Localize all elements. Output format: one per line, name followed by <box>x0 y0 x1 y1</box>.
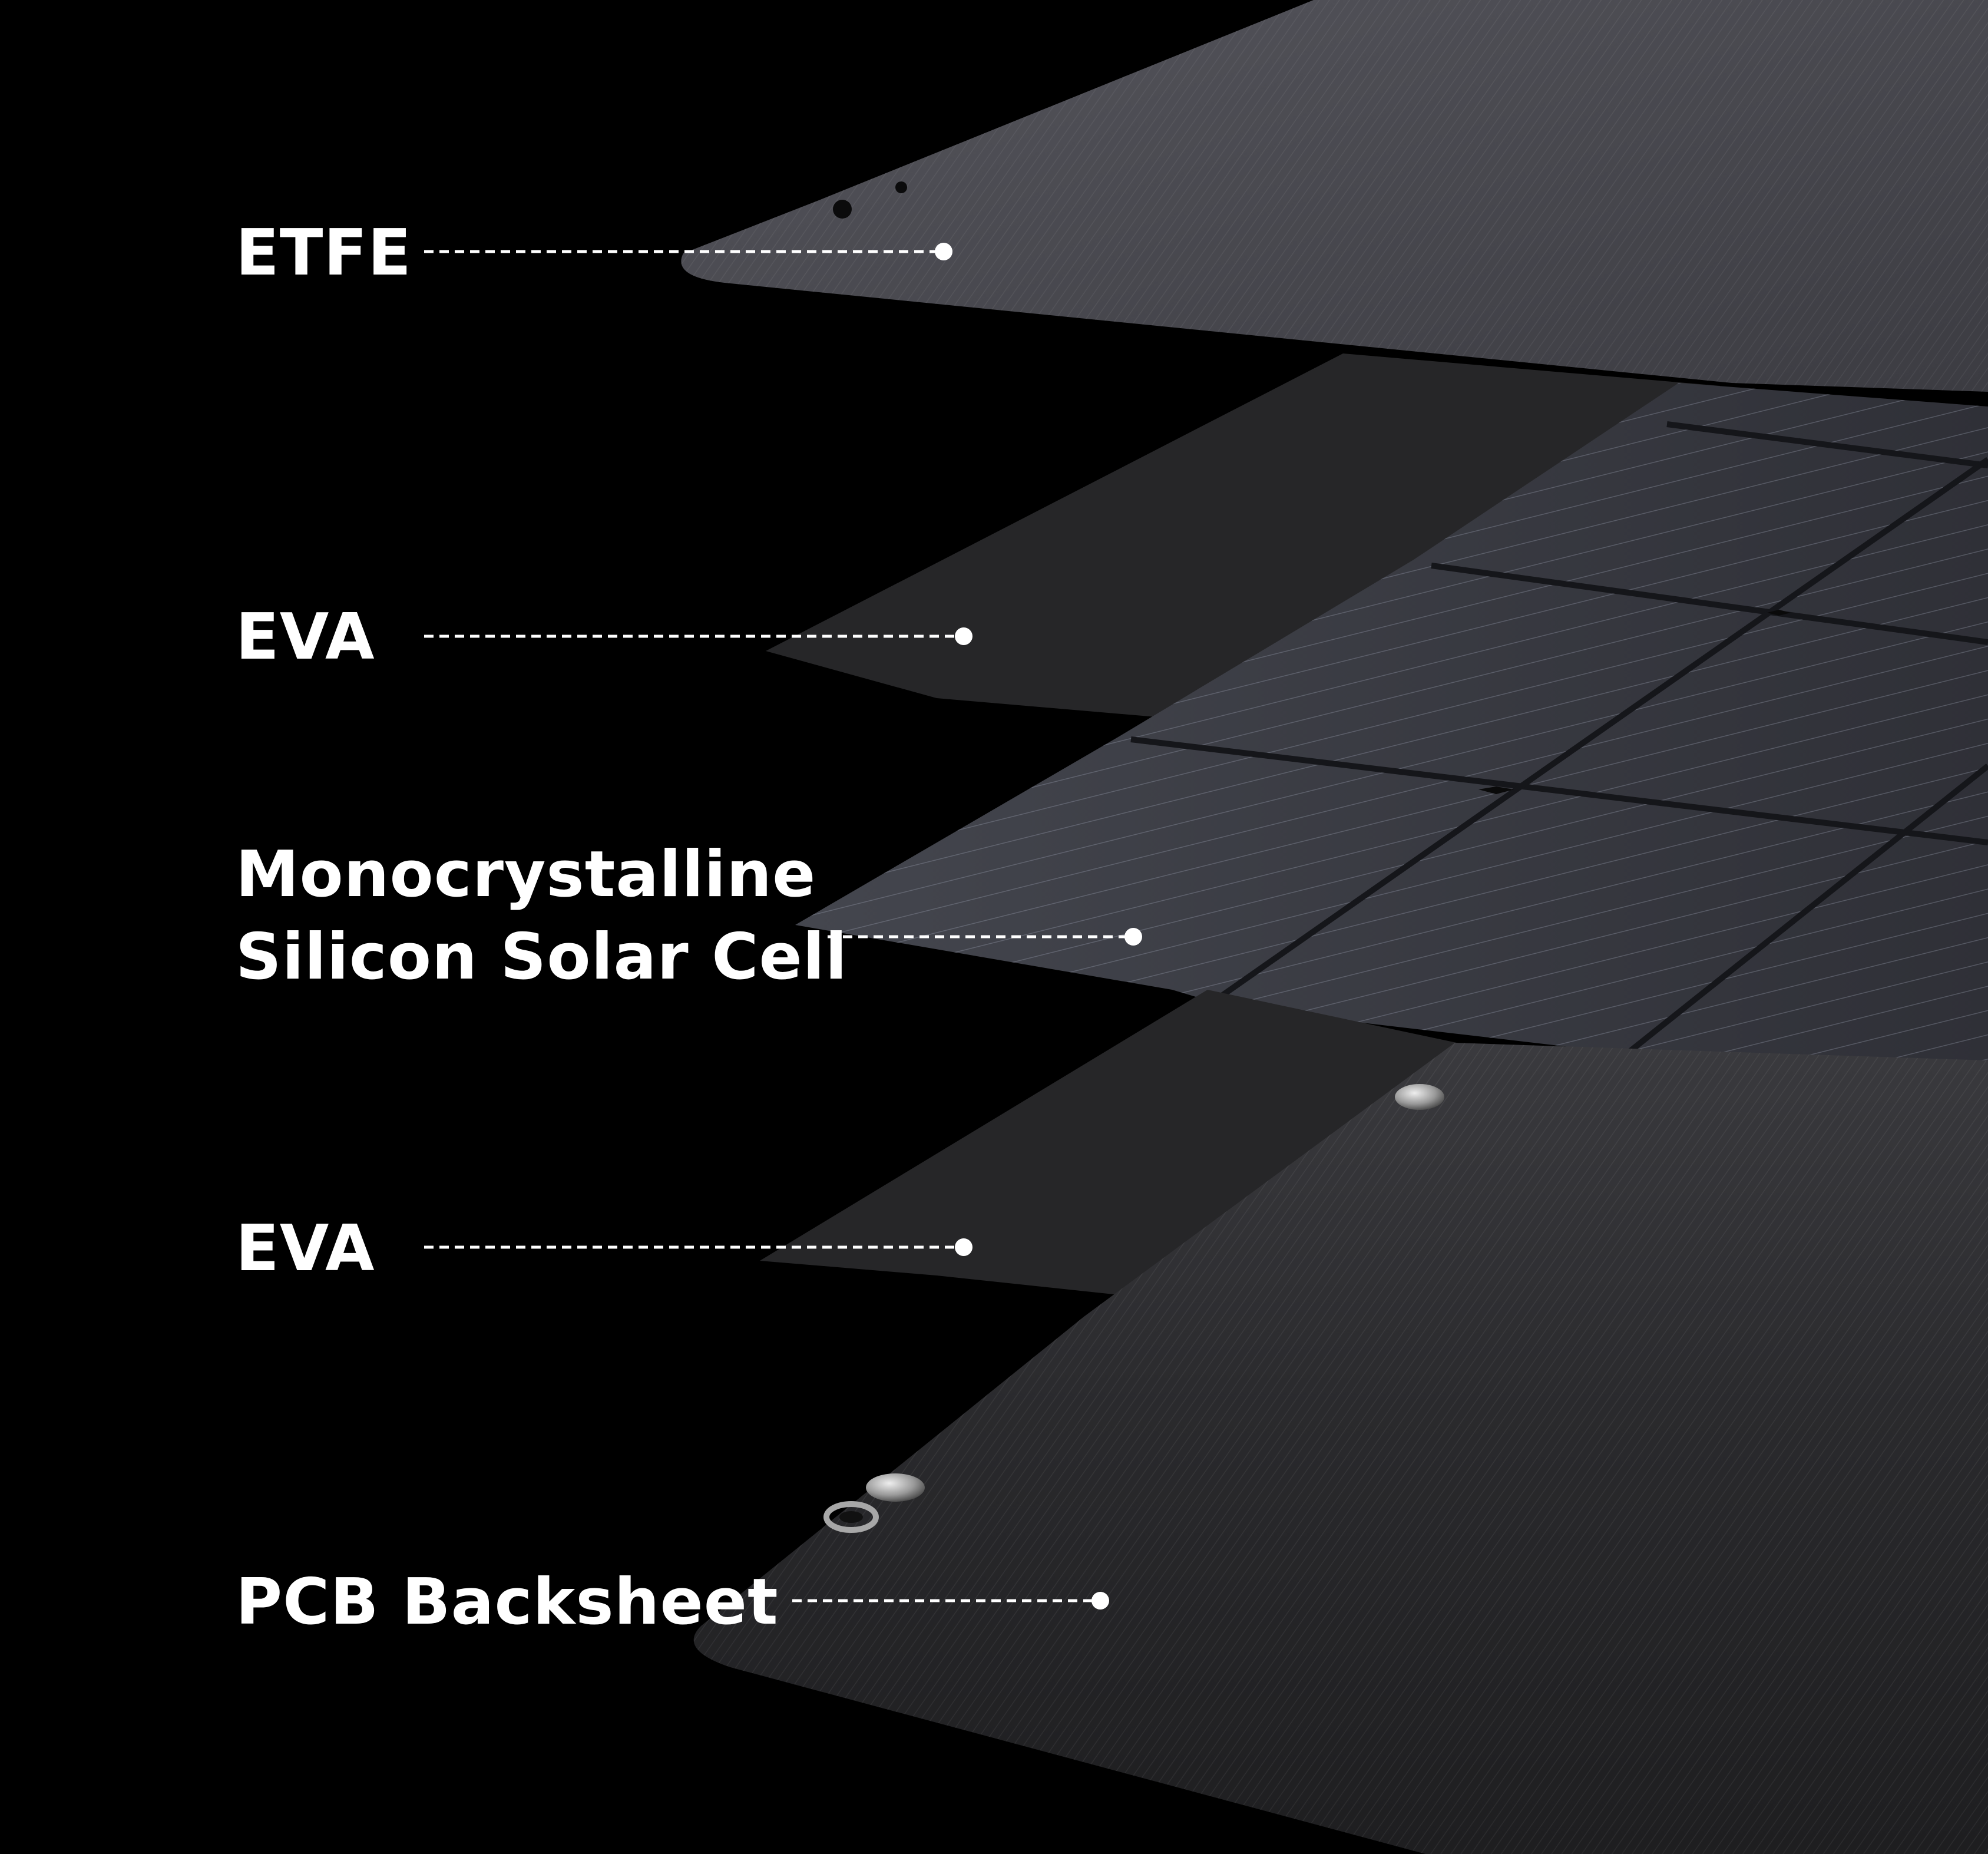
eva-bottom-leader-dot <box>955 1238 973 1256</box>
etfe-leader-dot <box>935 243 952 260</box>
etfe-label: ETFE <box>236 216 412 290</box>
solar-cell-sheet <box>795 383 1988 1096</box>
leader-lines <box>424 250 1131 1602</box>
pcb-backsheet-leader-dot <box>1091 1592 1109 1610</box>
solar-cell-label-line-2: Silicon Solar Cell <box>236 920 848 994</box>
mount-stud-icon <box>866 1473 925 1502</box>
solar-cell-label: Monocrystalline Silicon Solar Cell <box>236 834 848 999</box>
etfe-sheet <box>681 0 1988 392</box>
mount-stud-icon <box>1395 1084 1444 1110</box>
pcb-backsheet-sheet <box>693 1043 1988 1854</box>
leader-dots <box>935 243 1142 1610</box>
eva-top-label: EVA <box>236 600 375 674</box>
pcb-backsheet-label: PCB Backsheet <box>236 1565 779 1639</box>
solar-cell-leader-dot <box>1124 928 1142 946</box>
eva-bottom-label: EVA <box>236 1212 375 1285</box>
eva-top-leader-dot <box>955 627 973 645</box>
grommet-icon <box>823 1501 879 1533</box>
solar-cell-label-line-1: Monocrystalline <box>236 838 816 911</box>
